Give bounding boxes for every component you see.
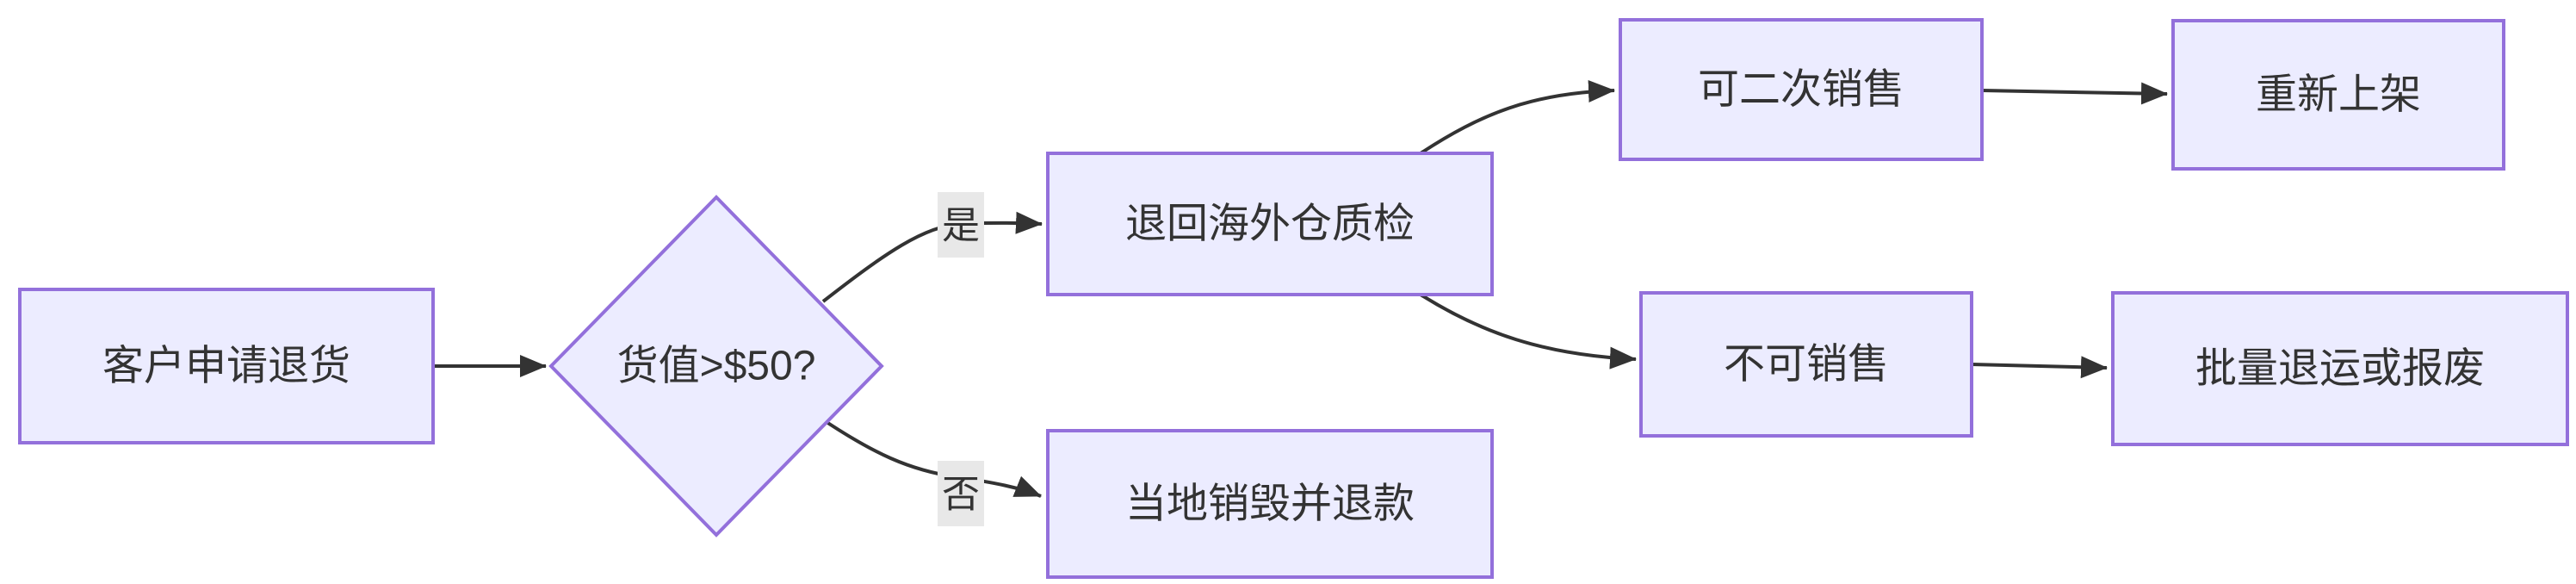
edge-label-no: 否: [938, 461, 984, 526]
edge-label-no-text: 否: [942, 474, 980, 516]
node-restock: 重新上架: [2171, 19, 2505, 171]
edge-decision-no-to-destroy: [820, 417, 1042, 498]
node-decision-value-over-50-shape: [548, 195, 884, 537]
node-not-sellable: 不可销售: [1639, 291, 1973, 438]
node-bulk-return-or-scrap: 批量退运或报废: [2111, 291, 2569, 446]
edge-qc-to-not-sellable: [1419, 293, 1637, 370]
node-bulk-return-or-scrap-shape: [2111, 291, 2569, 446]
node-restock-label: 重新上架: [2256, 72, 2421, 118]
edge-resellable-to-restock: [1981, 82, 2168, 105]
edge-label-yes-bg: [938, 192, 984, 258]
edge-labels-layer: 是 否: [938, 192, 984, 526]
edge-label-no-bg: [938, 461, 984, 526]
node-resellable: 可二次销售: [1619, 18, 1984, 161]
node-overseas-warehouse-qc-label: 退回海外仓质检: [1125, 202, 1415, 247]
node-customer-return-request-label: 客户申请退货: [102, 344, 350, 389]
node-customer-return-request-shape: [18, 288, 435, 444]
node-overseas-warehouse-qc-shape: [1046, 152, 1494, 296]
node-resellable-shape: [1619, 18, 1984, 161]
node-restock-shape: [2171, 19, 2505, 171]
node-local-destroy-refund-shape: [1046, 429, 1494, 579]
node-customer-return-request: 客户申请退货: [18, 288, 435, 444]
node-overseas-warehouse-qc: 退回海外仓质检: [1046, 152, 1494, 296]
node-bulk-return-or-scrap-label: 批量退运或报废: [2195, 346, 2485, 392]
edge-label-yes-text: 是: [942, 205, 980, 247]
node-local-destroy-refund: 当地销毁并退款: [1046, 429, 1494, 579]
edge-decision-yes-to-qc: [821, 211, 1043, 303]
edge-label-yes: 是: [938, 192, 984, 258]
edge-qc-to-resellable: [1419, 79, 1615, 155]
node-local-destroy-refund-label: 当地销毁并退款: [1125, 481, 1415, 527]
node-decision-value-over-50-label: 货值>$50?: [617, 344, 816, 389]
edge-not-sellable-to-scrap: [1971, 356, 2108, 379]
node-not-sellable-label: 不可销售: [1724, 342, 1889, 388]
nodes-layer: 客户申请退货 货值>$50? 退回海外仓质检 当地销毁并退款 可二次销售 不可销: [18, 18, 2569, 579]
node-resellable-label: 可二次销售: [1698, 67, 1904, 113]
node-not-sellable-shape: [1639, 291, 1973, 438]
node-decision-value-over-50: 货值>$50?: [548, 195, 884, 537]
